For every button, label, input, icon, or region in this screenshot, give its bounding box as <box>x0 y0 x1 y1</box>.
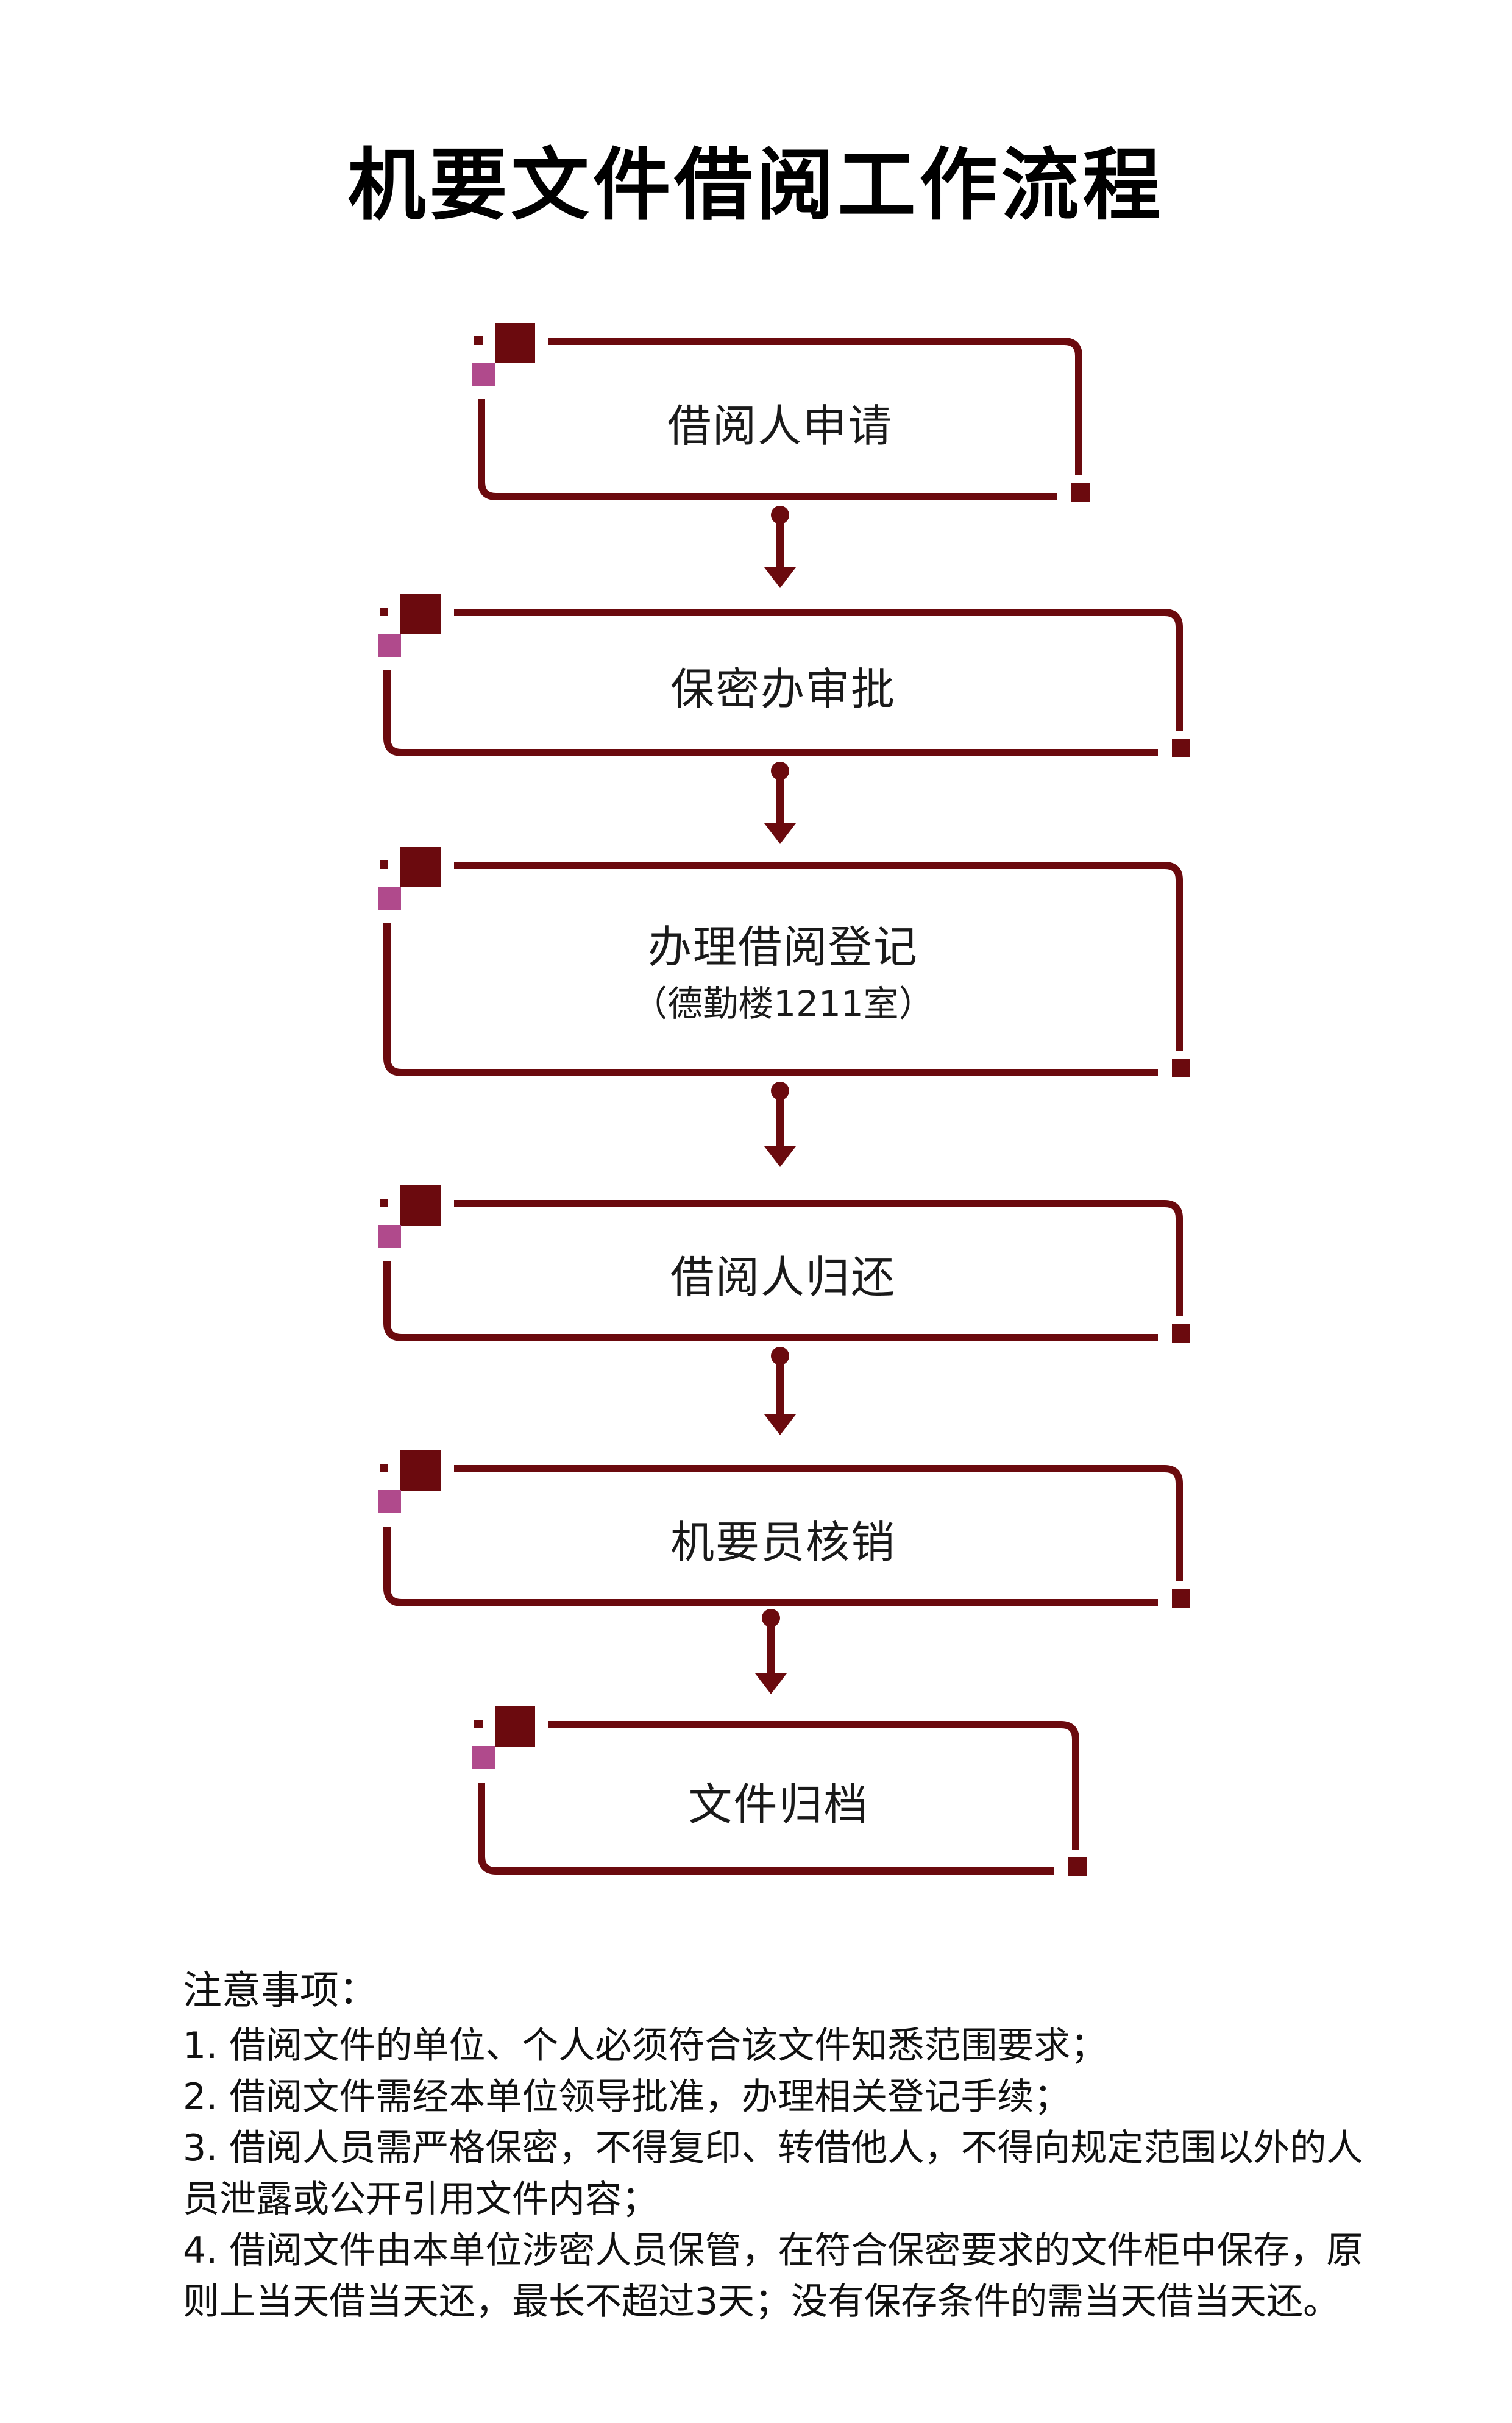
step-2-label: 保密办审批 <box>670 664 896 715</box>
step-1-label: 借阅人申请 <box>667 400 893 452</box>
note-item-2: 2. 借阅文件需经本单位领导批准，办理相关登记手续； <box>183 2076 1071 2118</box>
step-3-pink-square <box>378 887 401 910</box>
step-3-frame <box>383 862 1183 1076</box>
step-5-label: 机要员核销 <box>670 1517 896 1568</box>
step-4-frame <box>383 1200 1183 1341</box>
step-1-end-square <box>1071 483 1090 502</box>
step-4-end-square <box>1172 1324 1190 1343</box>
step-3-end-square <box>1172 1059 1190 1077</box>
step-1-corner-square <box>495 323 535 363</box>
step-6-end-square <box>1068 1857 1087 1876</box>
step-2-corner-dot <box>380 608 388 616</box>
step-5-corner-dot <box>380 1464 388 1472</box>
note-item-1: 1. 借阅文件的单位、个人必须符合该文件知悉范围要求； <box>183 2024 1107 2067</box>
step-4-corner-square <box>400 1185 441 1226</box>
step-1-frame <box>478 338 1082 500</box>
step-4-pink-square <box>378 1225 401 1248</box>
step-3-corner-square <box>400 847 441 887</box>
arrow-3-head <box>764 1146 796 1167</box>
step-1-pink-square <box>472 363 495 386</box>
arrow-1-head <box>764 567 796 588</box>
step-6-corner-dot <box>474 1720 483 1728</box>
page-title: 机要文件借阅工作流程 <box>347 140 1165 231</box>
arrow-4-head <box>764 1414 796 1435</box>
step-5-pink-square <box>378 1490 401 1513</box>
step-2-corner-square <box>400 594 441 634</box>
arrow-5-head <box>755 1673 787 1694</box>
step-2-end-square <box>1172 739 1190 757</box>
note-item-4: 4. 借阅文件由本单位涉密人员保管，在符合保密要求的文件柜中保存，原则上当天借当… <box>183 2229 1363 2323</box>
step-6-pink-square <box>472 1746 495 1769</box>
step-4-label: 借阅人归还 <box>670 1252 896 1303</box>
step-6-frame <box>478 1721 1079 1875</box>
step-3-label: 办理借阅登记 <box>647 921 918 973</box>
step-5-frame <box>383 1465 1183 1606</box>
step-4-corner-dot <box>380 1199 388 1207</box>
notes-heading: 注意事项： <box>183 1968 378 2013</box>
arrow-2-head <box>764 823 796 844</box>
notes-section: 注意事项： 1. 借阅文件的单位、个人必须符合该文件知悉范围要求； 2. 借阅文… <box>183 1965 1377 2327</box>
note-item-3: 3. 借阅人员需严格保密，不得复印、转借他人，不得向规定范围以外的人员泄露或公开… <box>183 2127 1363 2221</box>
step-2-pink-square <box>378 634 401 657</box>
step-3-sublabel: （德勤楼1211室） <box>632 983 934 1024</box>
step-6-corner-square <box>495 1706 535 1747</box>
step-6-label: 文件归档 <box>688 1779 869 1830</box>
step-3-corner-dot <box>380 860 388 869</box>
step-5-corner-square <box>400 1450 441 1491</box>
step-2-frame <box>383 609 1183 756</box>
step-1-corner-dot <box>474 336 483 345</box>
step-5-end-square <box>1172 1589 1190 1608</box>
